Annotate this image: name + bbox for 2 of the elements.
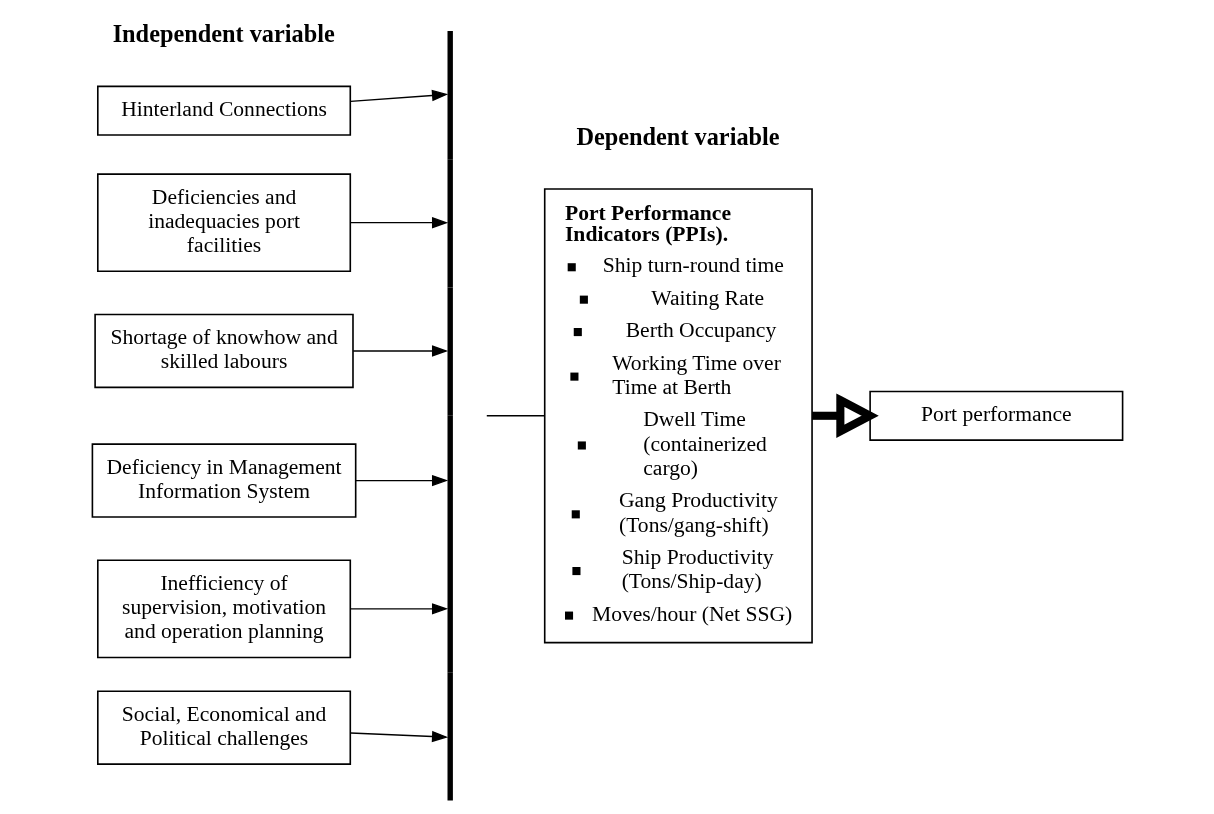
label: Dependent variable	[575, 122, 780, 150]
label: Independent variable	[112, 20, 335, 48]
